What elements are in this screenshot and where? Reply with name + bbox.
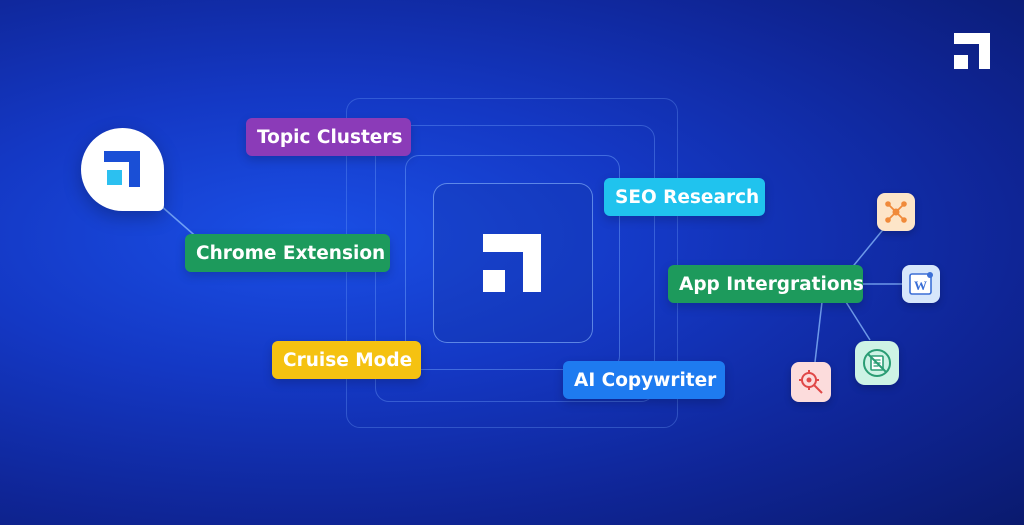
chrome-extension-label: Chrome Extension [185, 234, 390, 272]
corner-logo-icon [954, 33, 990, 69]
document-icon [855, 341, 899, 385]
frame-3 [405, 155, 620, 370]
target-search-icon [791, 362, 831, 402]
network-icon [877, 193, 915, 231]
extension-bubble [81, 128, 164, 211]
cruise-mode-label: Cruise Mode [272, 341, 421, 379]
brand-logo-icon [483, 234, 541, 292]
word-icon: W [902, 265, 940, 303]
ai-copywriter-label: AI Copywriter [563, 361, 725, 399]
svg-text:W: W [914, 278, 927, 293]
seo-research-label: SEO Research [604, 178, 765, 216]
inner-frame [433, 183, 593, 343]
brand-logo-icon [104, 151, 140, 187]
topic-clusters-label: Topic Clusters [246, 118, 411, 156]
app-integrations-label: App Intergrations [668, 265, 864, 303]
